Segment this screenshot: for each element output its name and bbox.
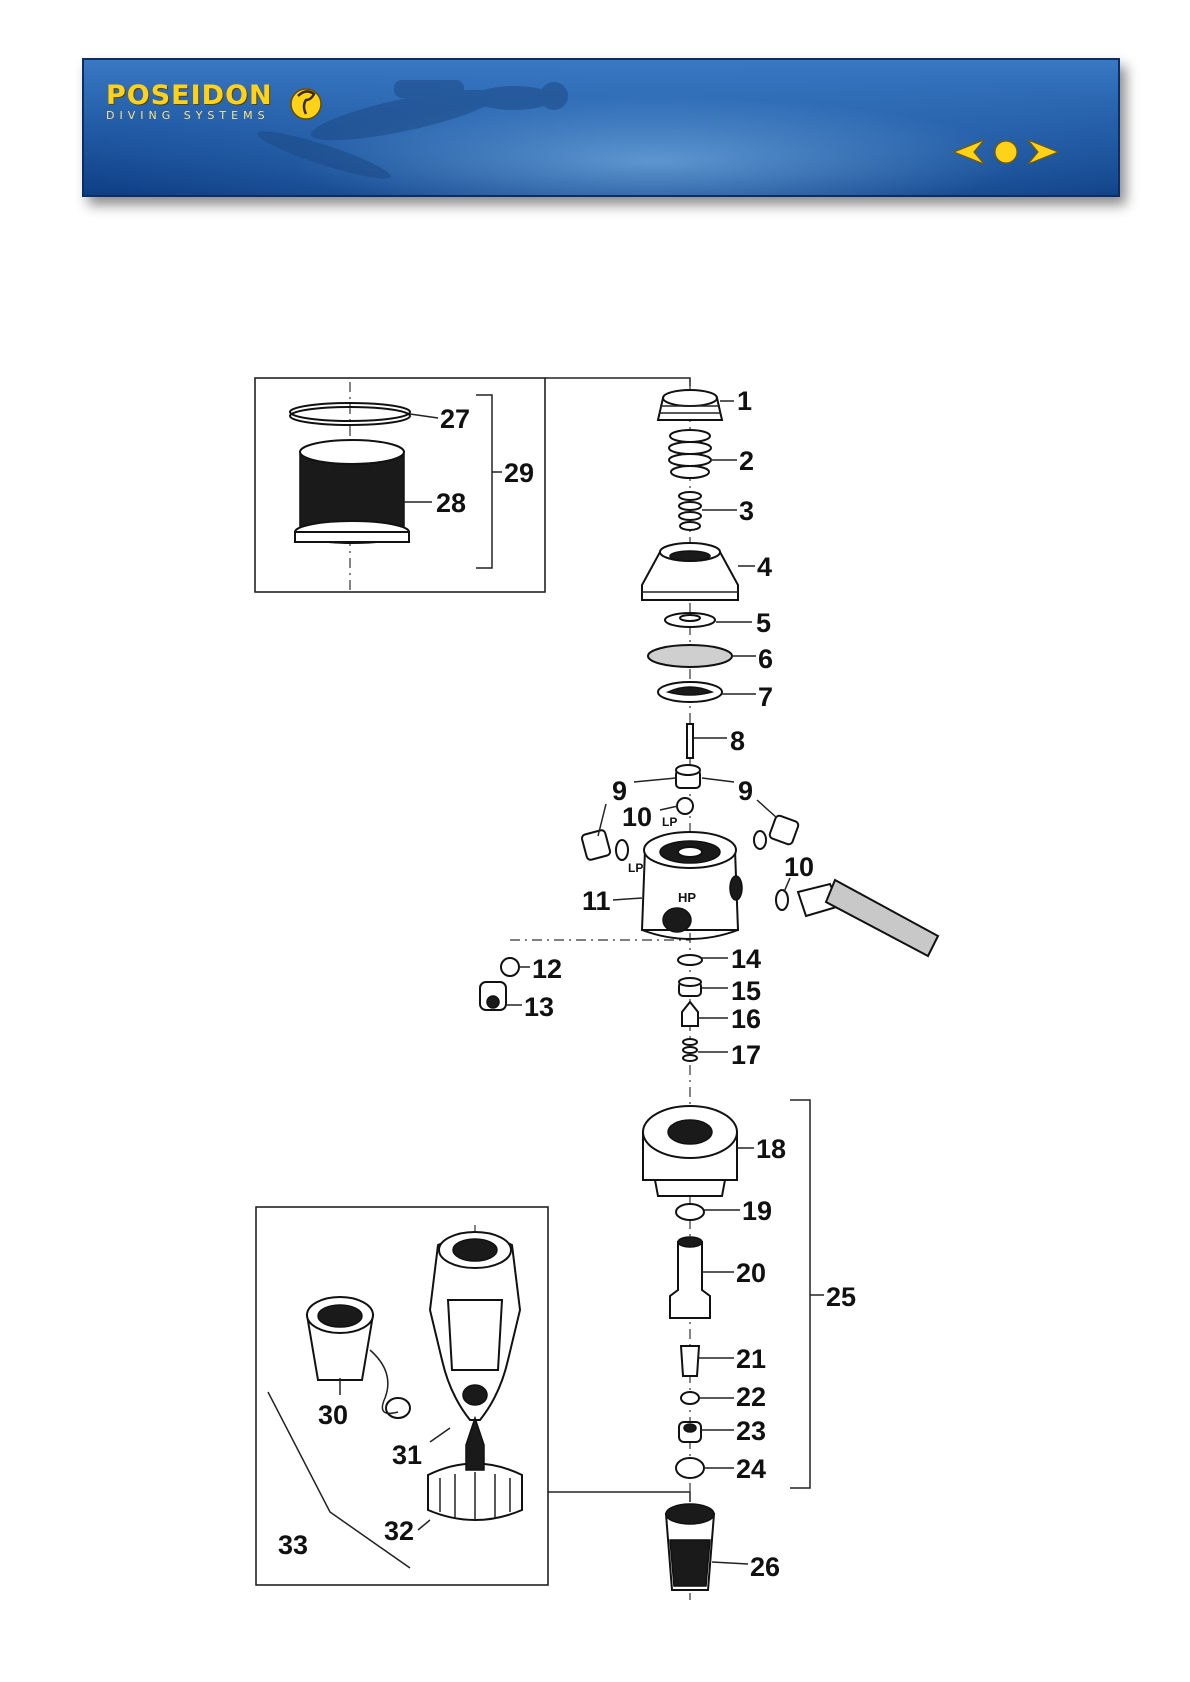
part-13-plug (480, 982, 506, 1010)
bracket-29 (476, 395, 492, 568)
part-18-yoke-nut (643, 1106, 737, 1196)
part-12-oring (501, 958, 519, 976)
callout-6: 6 (758, 644, 773, 674)
callout-19: 19 (742, 1196, 772, 1226)
part-19-oring (676, 1204, 704, 1220)
callout-27: 27 (440, 404, 470, 434)
callout-labels: 1 2 3 4 5 6 7 8 9 9 10 10 11 12 13 14 15… (278, 386, 856, 1582)
callout-33: 33 (278, 1530, 308, 1560)
part-23-retainer (679, 1422, 701, 1442)
callout-10-top: 10 (622, 802, 652, 832)
part-24-oring (676, 1458, 704, 1478)
callout-22: 22 (736, 1382, 766, 1412)
part-26-dust-cap (666, 1504, 714, 1590)
part-14-oring (678, 955, 702, 965)
part-16-poppet (682, 1002, 698, 1026)
callout-13: 13 (524, 992, 554, 1022)
callout-8: 8 (730, 726, 745, 756)
part-4-housing-cover (642, 543, 738, 600)
callout-29: 29 (504, 458, 534, 488)
callout-20: 20 (736, 1258, 766, 1288)
callout-4: 4 (757, 552, 772, 582)
callout-16: 16 (731, 1004, 761, 1034)
part-7-diaphragm-plate (658, 682, 722, 702)
part-10-oring-top (677, 798, 693, 814)
part-10-oring-right (754, 831, 766, 849)
callout-30: 30 (318, 1400, 348, 1430)
part-9-plug-right (769, 815, 800, 846)
part-28-filter-cartridge (295, 440, 409, 543)
body-label-hp: HP (678, 890, 696, 905)
part-15-seat (679, 978, 701, 996)
part-21-filter (681, 1346, 699, 1376)
callout-7: 7 (758, 682, 773, 712)
callout-9-right: 9 (738, 776, 753, 806)
part-10-oring-port (776, 890, 788, 910)
callout-11: 11 (582, 886, 611, 916)
callout-31: 31 (392, 1440, 422, 1470)
callout-18: 18 (756, 1134, 786, 1164)
inset-filter-connector (545, 378, 690, 386)
part-9-plug-left (581, 829, 611, 860)
part-31-yoke (430, 1232, 520, 1420)
bracket-25 (790, 1100, 810, 1488)
callout-26: 26 (750, 1552, 780, 1582)
part-9-plug-top (676, 765, 700, 788)
part-22-oring (681, 1392, 699, 1404)
callout-3: 3 (739, 496, 754, 526)
body-label-lp-left: LP (628, 861, 643, 875)
body-label-lp-top: LP (662, 815, 677, 829)
callout-28: 28 (436, 488, 466, 518)
callout-15: 15 (731, 976, 761, 1006)
part-20-inlet-stem (670, 1237, 710, 1318)
callout-14: 14 (731, 944, 761, 974)
callout-17: 17 (731, 1040, 761, 1070)
callout-5: 5 (756, 608, 771, 638)
part-17-poppet-spring (683, 1039, 697, 1061)
callout-1: 1 (737, 386, 752, 416)
part-10-oring-left (616, 840, 628, 860)
inset-yoke-connector (548, 1492, 690, 1502)
callout-23: 23 (736, 1416, 766, 1446)
part-2-main-spring (669, 430, 711, 478)
part-6-diaphragm (648, 645, 732, 667)
callout-10-right: 10 (784, 852, 814, 882)
hose-fitting (798, 880, 938, 956)
part-5-nut (665, 613, 715, 627)
callout-12: 12 (532, 954, 562, 984)
callout-32: 32 (384, 1516, 414, 1546)
callout-25: 25 (826, 1282, 856, 1312)
callout-21: 21 (736, 1344, 766, 1374)
part-11-regulator-body (642, 832, 742, 939)
callout-2: 2 (739, 446, 754, 476)
part-3-small-spring (679, 492, 701, 530)
part-8-pin (687, 724, 693, 758)
part-1-cap (658, 390, 722, 420)
callout-24: 24 (736, 1454, 766, 1484)
